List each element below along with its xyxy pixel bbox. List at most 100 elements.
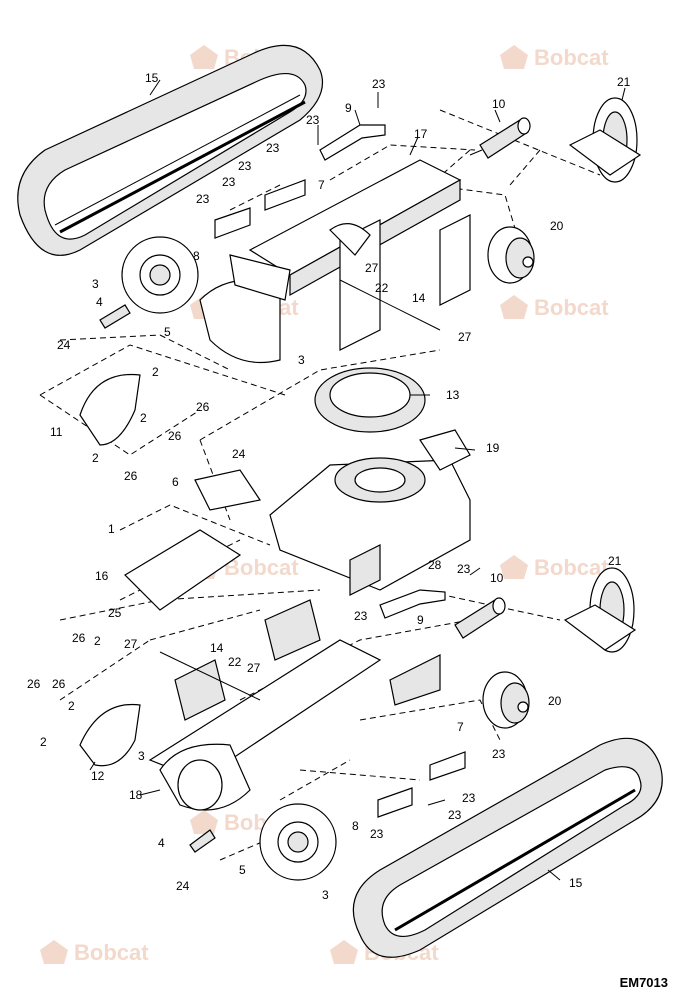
callout-1: 1 [108,522,115,536]
swing-bearing [314,367,426,433]
drive-sprocket-lower [259,803,337,881]
watermark-text: Bobcat [534,295,609,320]
plates-7-8 [214,179,466,818]
callout-26: 26 [196,400,210,414]
callout-5: 5 [164,325,171,339]
callout-10: 10 [492,97,506,111]
callout-23: 23 [370,827,384,841]
callout-23: 23 [238,159,252,173]
callout-6: 6 [172,475,179,489]
drive-sprocket-upper [121,236,199,314]
callout-3: 3 [298,353,305,367]
bobcat-head-icon [500,295,528,319]
callout-10: 10 [490,571,504,585]
bobcat-head-icon [40,940,68,964]
side-cover-12 [79,703,141,767]
callout-13: 13 [446,388,460,402]
callout-4: 4 [158,836,165,850]
callout-21: 21 [608,554,622,568]
rubber-track-upper [17,44,324,256]
callout-23: 23 [354,609,368,623]
cover-plate-16 [124,529,242,611]
callout-27: 27 [124,637,138,651]
callout-2: 2 [92,451,99,465]
bobcat-watermark: Bobcat [500,295,609,320]
callout-17: 17 [414,127,428,141]
callout-15: 15 [569,876,583,890]
callout-26: 26 [52,677,66,691]
callout-3: 3 [92,277,99,291]
callout-24: 24 [176,879,190,893]
callout-3: 3 [138,749,145,763]
bobcat-watermark: Bobcat [500,555,609,580]
callout-16: 16 [95,569,109,583]
callout-27: 27 [365,261,379,275]
callout-7: 7 [457,720,464,734]
bobcat-watermark: Bobcat [500,45,609,70]
callout-14: 14 [210,641,224,655]
callout-2: 2 [140,411,147,425]
watermark-text: Bobcat [224,555,299,580]
callout-19: 19 [486,441,500,455]
rubber-track-lower [352,737,663,958]
callout-23: 23 [372,77,386,91]
callout-9: 9 [417,613,424,627]
callout-27: 27 [247,661,261,675]
callout-28: 28 [428,558,442,572]
callout-20: 20 [550,219,564,233]
watermark-text: Bobcat [534,45,609,70]
callout-8: 8 [193,249,200,263]
callout-27: 27 [458,330,472,344]
callout-23: 23 [306,113,320,127]
track-frame-lower [148,599,441,811]
drawing-code: EM7013 [619,975,668,990]
callout-22: 22 [375,281,389,295]
callout-2: 2 [152,365,159,379]
callout-23: 23 [492,747,506,761]
callout-2: 2 [94,634,101,648]
callout-26: 26 [27,677,41,691]
callout-2: 2 [68,699,75,713]
track-tension-cylinder-upper [469,117,531,159]
bracket-6 [194,469,261,511]
front-idler-upper [568,97,642,183]
pin-4 [99,304,216,853]
bobcat-head-icon [190,810,218,834]
callout-21: 21 [617,75,631,89]
bracket-9 [319,124,446,619]
callout-24: 24 [232,447,246,461]
watermark-text: Bobcat [74,940,149,965]
track-tension-cylinder-lower [454,597,506,639]
bobcat-head-icon [190,45,218,69]
bobcat-watermark: Bobcat [40,940,149,965]
callout-23: 23 [266,141,280,155]
callout-5: 5 [239,863,246,877]
callout-2: 2 [40,735,47,749]
callout-23: 23 [462,791,476,805]
callout-25: 25 [108,606,122,620]
callout-23: 23 [448,808,462,822]
callout-4: 4 [96,295,103,309]
side-cover-11 [79,373,141,446]
callout-22: 22 [228,655,242,669]
track-frame-upper [199,159,471,364]
callout-7: 7 [318,178,325,192]
callout-26: 26 [124,469,138,483]
callout-23: 23 [222,175,236,189]
callout-12: 12 [91,769,105,783]
rod-14 [159,279,441,701]
callout-23: 23 [196,192,210,206]
callout-9: 9 [345,101,352,115]
front-idler-lower [563,567,637,653]
callout-23: 23 [457,562,471,576]
callout-8: 8 [352,819,359,833]
callout-26: 26 [72,631,86,645]
track-roller-upper [487,226,535,284]
callout-3: 3 [322,888,329,902]
center-frame [269,429,471,596]
leader-lines [89,79,626,881]
callout-26: 26 [168,429,182,443]
